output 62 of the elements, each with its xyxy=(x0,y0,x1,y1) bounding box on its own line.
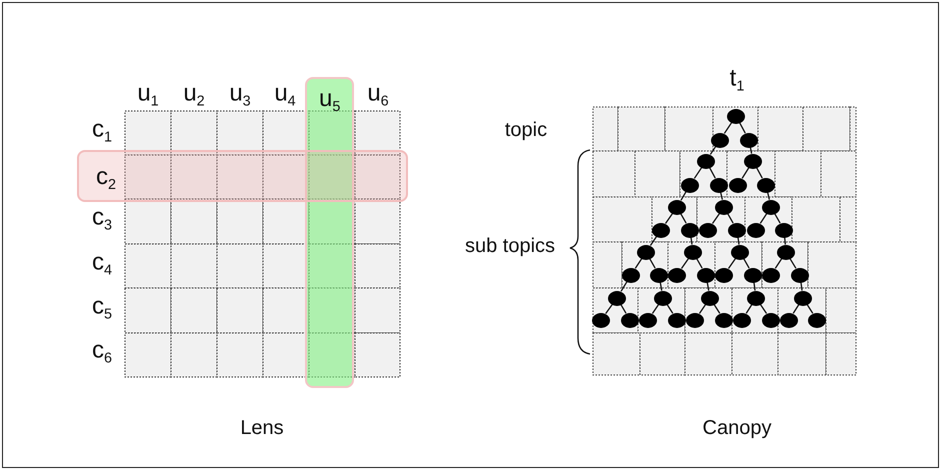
text-label: Canopy xyxy=(702,418,772,438)
header-label: c$_{5}$ xyxy=(92,294,112,322)
header-label: c$_{4}$ xyxy=(92,250,112,278)
header-label: c$_{1}$ xyxy=(92,117,112,145)
tree-branch xyxy=(737,237,740,245)
header-label: u$_{1}$ xyxy=(137,81,159,109)
tree-branch xyxy=(743,258,750,269)
header-label: u$_{5}$ xyxy=(319,87,340,114)
tree-branch xyxy=(709,168,716,178)
tree-branch xyxy=(620,304,627,314)
tree-branch xyxy=(728,258,736,269)
tree-branch xyxy=(739,122,746,134)
tree-branch xyxy=(760,213,768,224)
header-label: t$_{1}$ xyxy=(730,66,744,94)
tree-branch xyxy=(760,304,768,314)
tree-branch xyxy=(800,282,803,291)
tree-branch xyxy=(727,213,734,224)
tree-branch xyxy=(620,281,628,292)
tree-branch xyxy=(784,237,786,245)
tree-branch xyxy=(806,304,814,314)
tree-branch xyxy=(706,282,710,291)
tree-branch xyxy=(680,191,687,201)
tree-branch xyxy=(649,258,656,269)
tree-branch xyxy=(756,168,763,178)
row-highlight xyxy=(77,150,408,202)
tree-branch xyxy=(696,258,703,269)
tree-branch xyxy=(742,167,750,179)
text-label: Lens xyxy=(240,418,284,438)
tree-branch xyxy=(698,304,706,314)
tree-branch xyxy=(650,236,658,246)
tree-branch xyxy=(605,304,613,314)
tree-branch xyxy=(774,258,782,269)
header-label: u$_{4}$ xyxy=(274,81,296,109)
tree-branch xyxy=(652,304,660,314)
tree-branch xyxy=(720,192,723,200)
tree-branch xyxy=(774,213,781,224)
tree-branch xyxy=(710,146,716,155)
tree-branch xyxy=(680,258,690,269)
tree-branch xyxy=(724,122,732,134)
tree-branch xyxy=(680,213,687,224)
tree-branch xyxy=(753,282,756,291)
tree-branch xyxy=(712,213,720,224)
tree-branch xyxy=(690,237,693,245)
header-label: c$_{6}$ xyxy=(92,338,112,366)
text-label: topic xyxy=(504,120,548,140)
tree-branch xyxy=(714,304,720,314)
text-label: sub topics xyxy=(464,236,556,256)
tree-branch xyxy=(634,258,642,269)
tree-branch xyxy=(664,213,674,224)
tree-branch xyxy=(746,304,752,314)
tree-branch xyxy=(660,282,662,291)
tree-branch xyxy=(792,304,800,314)
tree-branch xyxy=(694,167,702,179)
header-label: c$_{3}$ xyxy=(92,205,112,233)
header-label: u$_{3}$ xyxy=(229,81,251,109)
header-label: u$_{2}$ xyxy=(183,81,205,109)
tree-branch xyxy=(666,304,674,314)
header-label: c$_{2}$ xyxy=(96,165,116,192)
tree-branch xyxy=(790,258,796,269)
tree-branch xyxy=(767,192,770,200)
column-highlight xyxy=(305,77,354,388)
header-label: u$_{6}$ xyxy=(367,81,389,109)
